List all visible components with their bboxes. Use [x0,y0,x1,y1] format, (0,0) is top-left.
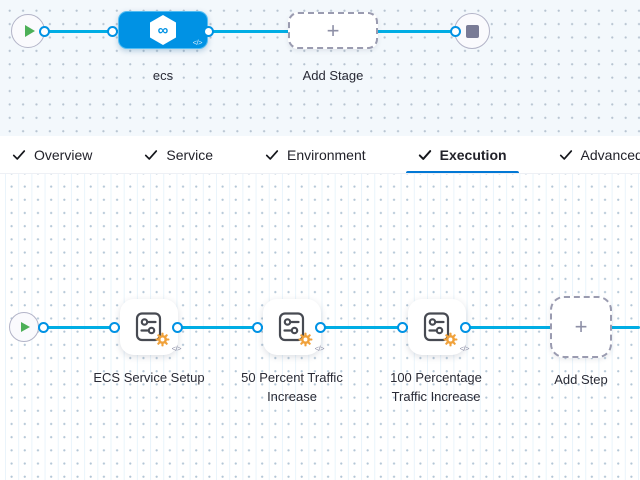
code-icon: </> [192,38,203,47]
tab-label: Advanced [580,146,640,163]
step-node-100-percentage-traffic[interactable]: </> [408,299,470,355]
end-node-in-port[interactable] [450,25,461,37]
check-icon [418,149,431,160]
step-connector-line [40,325,640,329]
stage-in-port[interactable] [107,25,118,37]
start-node-out-port[interactable] [39,25,50,37]
add-stage-label: Add Stage [302,68,364,83]
step3-in-port[interactable] [397,321,408,333]
tab-service[interactable]: Service [142,136,215,173]
step-node-50-percent-traffic[interactable]: </> [263,299,325,355]
infinity-glyph: ∞ [157,21,169,39]
ecs-step-icon [422,311,458,347]
execution-start-node [9,312,39,342]
add-step-button[interactable]: + [550,296,612,358]
tab-advanced[interactable]: Advanced [557,136,640,173]
step2-in-port[interactable] [252,321,263,333]
step1-out-port[interactable] [172,321,183,333]
stage-config-tabs: Overview Service Environment Execution A… [0,136,640,174]
tab-execution[interactable]: Execution [405,136,519,173]
check-icon [12,149,26,160]
gear-badge-icon [443,332,458,347]
play-icon [24,25,35,37]
step-label: 50 Percent Traffic Increase [241,370,343,404]
stage-node-ecs[interactable]: ∞ </> [118,11,208,49]
add-stage-button[interactable]: + [288,12,378,49]
play-icon [21,322,30,332]
stage-name-label: ecs [152,68,174,83]
tab-label: Service [166,146,214,163]
exec-start-out-port[interactable] [38,321,49,333]
code-icon: </> [459,344,470,353]
code-icon: </> [314,344,325,353]
step1-in-port[interactable] [109,321,120,333]
execution-graph-canvas[interactable]: </> ECS Service Setup [0,174,640,480]
check-icon [265,149,279,160]
deployment-stage-icon: ∞ [150,15,176,45]
check-icon [145,149,158,160]
tab-overview[interactable]: Overview [10,136,94,173]
tab-label: Overview [34,146,93,163]
plus-icon: + [574,314,588,339]
step-label: ECS Service Setup [93,370,205,385]
stage-out-port[interactable] [203,25,214,37]
ecs-step-icon [277,311,313,347]
stage-graph-canvas[interactable]: ∞ </> ecs + Add Stage [0,0,640,136]
step2-out-port[interactable] [315,321,326,333]
tab-label: Environment [287,146,366,163]
step-node-ecs-service-setup[interactable]: </> [120,299,182,355]
gear-badge-icon [298,332,313,347]
ecs-step-icon [134,311,170,347]
stop-icon [465,24,479,38]
plus-icon: + [326,17,340,43]
step3-out-port[interactable] [460,321,471,333]
add-step-label: Add Step [554,372,608,387]
code-icon: </> [171,344,182,353]
tab-environment[interactable]: Environment [263,136,368,173]
step-label: 100 Percentage Traffic Increase [390,370,482,404]
check-icon [559,149,572,160]
tab-label: Execution [439,146,507,163]
gear-badge-icon [155,332,170,347]
pipeline-start-node [11,14,45,48]
stage-connector-line [45,29,472,33]
